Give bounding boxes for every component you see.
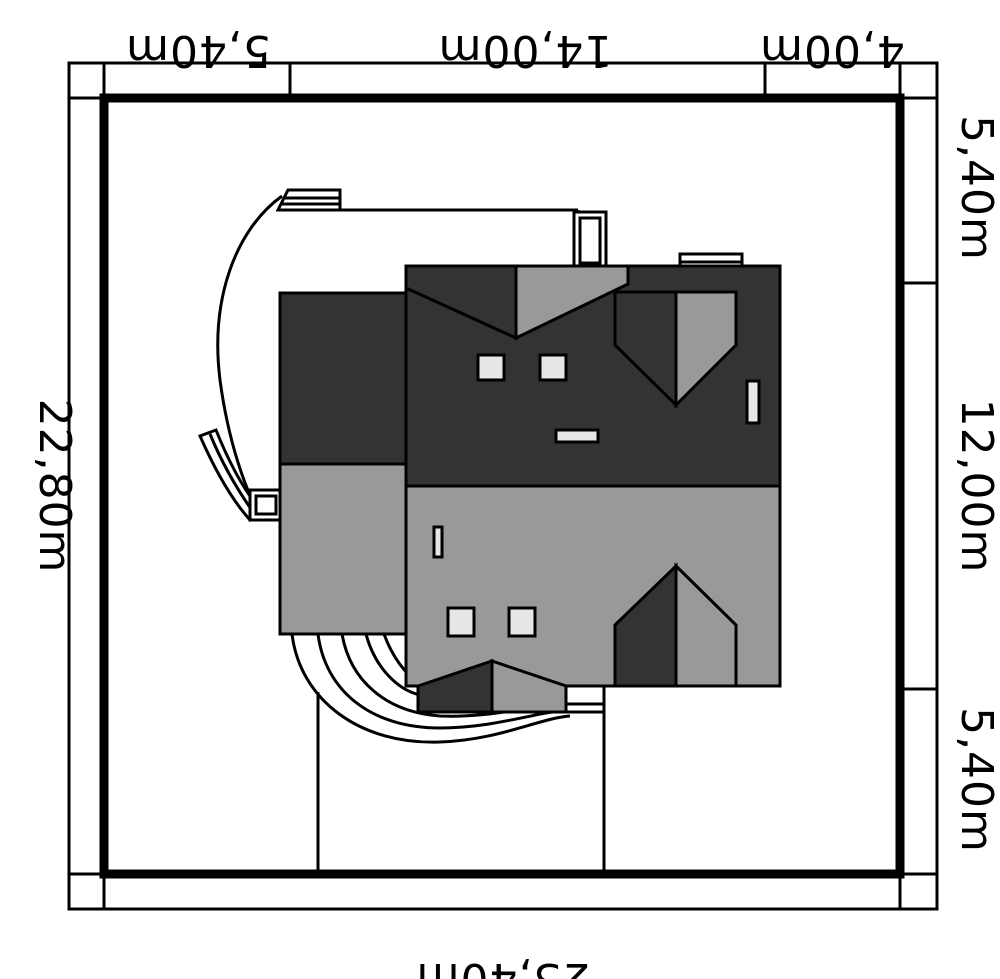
roof-windows: [432, 353, 761, 638]
skylight: [507, 606, 537, 638]
skylight: [538, 353, 568, 382]
dimension-labels: 5,40m 14,00m 4,00m 23,40m 22,80m 5,40m 1…: [29, 25, 1000, 979]
steps-left: [197, 428, 282, 522]
chimney-top: [572, 210, 608, 269]
dim-right-top: 5,40m: [951, 115, 1000, 261]
steps-top-left: [275, 188, 342, 212]
dim-top-right: 4,00m: [759, 25, 905, 76]
building-boundary: [99, 93, 905, 879]
skylight: [476, 353, 506, 382]
gable-upper-right: [613, 290, 738, 409]
roof-left-wing-dark: [278, 291, 408, 466]
dim-top-middle: 14,00m: [438, 25, 613, 76]
dormer-top-centre: [404, 264, 630, 341]
gable-lower-right: [613, 562, 738, 688]
skylight: [432, 525, 444, 559]
skylight: [554, 428, 600, 444]
porch-roof-bottom: [416, 658, 606, 714]
roof-left-wing-light: [278, 462, 408, 636]
dim-left: 22,80m: [29, 399, 80, 574]
driveway-lines: [316, 692, 606, 870]
skylight: [745, 379, 761, 425]
dim-top-left: 5,40m: [125, 25, 271, 76]
dim-right-bottom: 5,40m: [951, 707, 1000, 853]
dim-right-middle: 12,00m: [951, 399, 1000, 574]
dim-bottom: 23,40m: [416, 953, 591, 979]
skylight: [446, 606, 476, 638]
